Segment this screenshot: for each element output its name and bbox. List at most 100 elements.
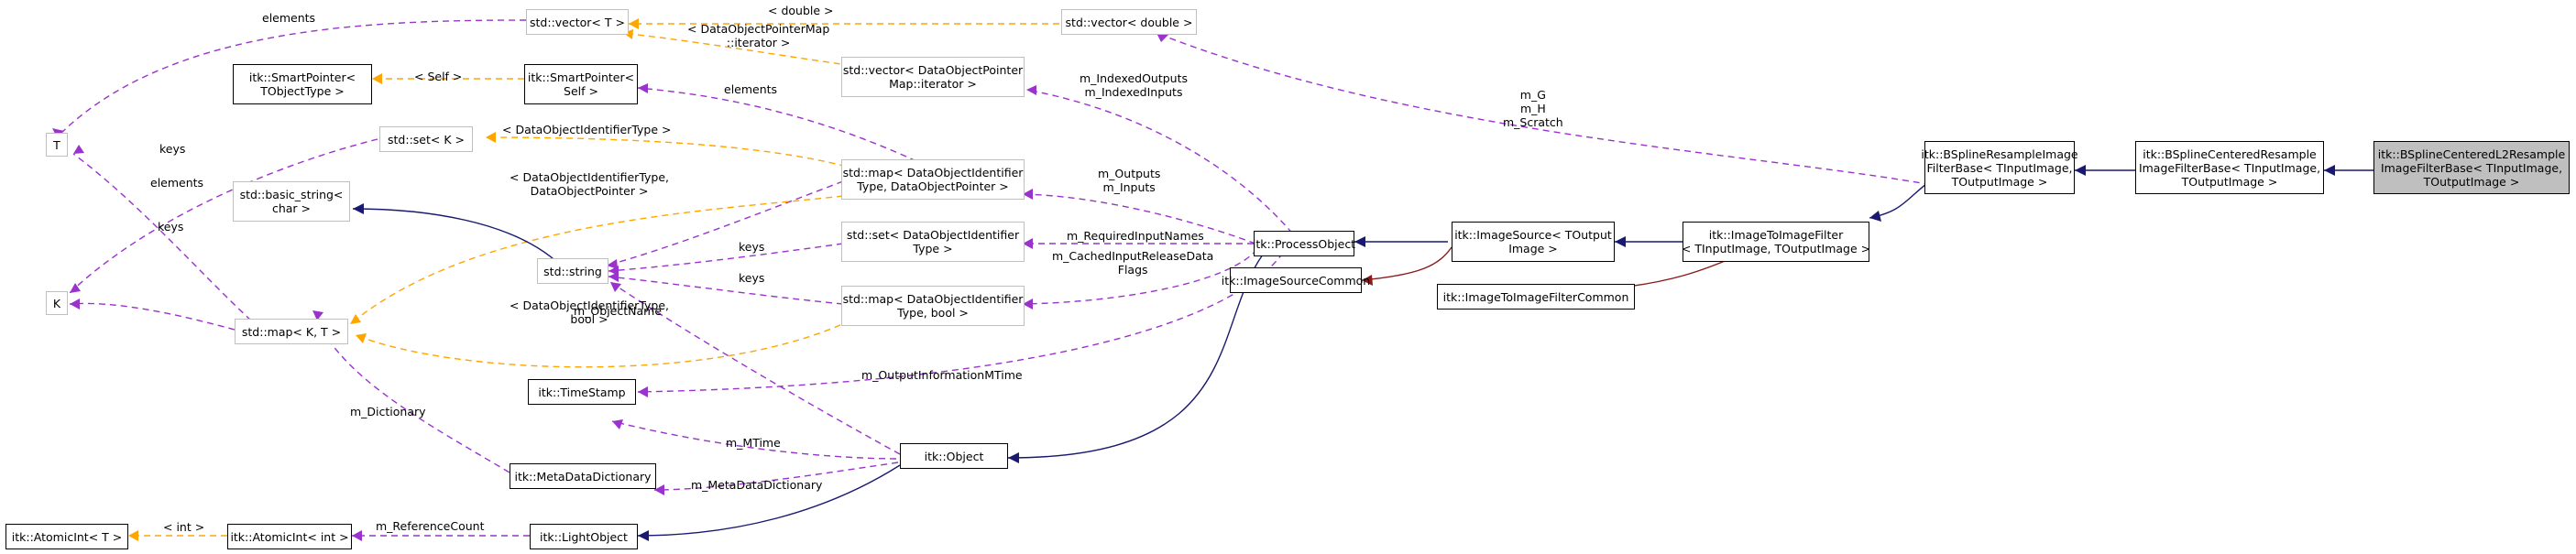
- edge-label-self: < Self >: [414, 70, 462, 83]
- label-line: keys: [158, 220, 184, 234]
- edge-vector-elements: [56, 19, 527, 138]
- label-line: std::map< K, T >: [241, 324, 342, 339]
- edge-metadatadictionary: [653, 462, 899, 491]
- arrowhead: [70, 299, 80, 310]
- node-itk-atomicint-T[interactable]: itk::AtomicInt< T >: [5, 524, 128, 549]
- label-line: T: [53, 137, 60, 152]
- edge-label-dataobjectidentifiertype: < DataObjectIdentifierType >: [502, 123, 671, 136]
- label-line: keys: [739, 240, 765, 254]
- label-line: ::iterator >: [726, 36, 791, 49]
- label-line: std::set< K >: [388, 132, 465, 147]
- edge-label-m-mtime: m_MTime: [726, 436, 781, 450]
- label-line: ImageFilterBase< TInputImage,: [2380, 160, 2563, 175]
- node-itk-processobject[interactable]: itk::ProcessObject: [1252, 231, 1356, 256]
- arrowhead: [1362, 275, 1373, 286]
- edge-label-m-outputinformationmtime: m_OutputInformationMTime: [861, 368, 1023, 382]
- edge-outputs-inputs: [1022, 193, 1256, 244]
- edge-label-m-dictionary: m_Dictionary: [350, 405, 426, 418]
- edge-map-keys-T: [72, 153, 252, 321]
- arrowhead: [73, 145, 84, 154]
- node-T[interactable]: T: [46, 133, 68, 157]
- label-line: K: [52, 296, 61, 310]
- node-itk-atomicint-int[interactable]: itk::AtomicInt< int >: [227, 524, 352, 549]
- node-itk-imagetoimagefilter[interactable]: itk::ImageToImageFilter< TInputImage, TO…: [1682, 222, 1870, 262]
- arrowhead: [1354, 236, 1365, 247]
- arrowhead: [353, 203, 364, 214]
- label-line: itk::ProcessObject: [1252, 236, 1356, 251]
- label-line: < DataObjectIdentifierType,: [510, 170, 669, 184]
- label-line: DataObjectPointer >: [530, 184, 649, 198]
- label-line: m_RequiredInputNames: [1067, 229, 1204, 243]
- node-itk-timestamp[interactable]: itk::TimeStamp: [528, 379, 636, 405]
- node-std-vector-double[interactable]: std::vector< double >: [1061, 9, 1197, 35]
- arrowhead: [638, 83, 648, 93]
- edge-map-keys-K: [69, 302, 236, 331]
- label-line: < Self >: [414, 70, 463, 83]
- edge-inherit-lightobject: [637, 464, 901, 537]
- node-std-map-K-T[interactable]: std::map< K, T >: [235, 319, 348, 344]
- edge-dataobjectidentifiertype: [485, 136, 917, 197]
- node-itk-smartpointer-tobjecttype[interactable]: itk::SmartPointer<TObjectType >: [233, 64, 372, 104]
- label-line: m_ReferenceCount: [376, 519, 485, 533]
- label-line: std::set< DataObjectIdentifier: [846, 228, 1020, 242]
- edge-elements-smartpointer: [637, 87, 917, 162]
- node-itk-lightobject[interactable]: itk::LightObject: [530, 524, 638, 549]
- arrowhead: [1023, 299, 1033, 310]
- label-line: itk::LightObject: [540, 529, 628, 544]
- label-line: itk::ImageSource< TOutput: [1454, 228, 1612, 242]
- arrowhead: [352, 530, 362, 541]
- arrowhead: [350, 314, 361, 324]
- label-line: Self >: [564, 84, 598, 98]
- arrowhead: [1008, 452, 1019, 463]
- node-itk-metadatadictionary[interactable]: itk::MetaDataDictionary: [510, 463, 656, 489]
- node-K[interactable]: K: [46, 291, 68, 315]
- edge-label-keys-map1: keys: [739, 240, 764, 254]
- label-line: bool >: [570, 312, 608, 326]
- label-line: TOutputImage >: [2423, 174, 2520, 189]
- label-line: itk::ImageSourceCommon: [1221, 273, 1371, 288]
- label-line: keys: [159, 142, 186, 156]
- label-line: Flags: [1117, 263, 1148, 277]
- arrowhead: [2324, 165, 2335, 176]
- label-line: m_Outputs: [1098, 167, 1161, 180]
- label-line: m_CachedInputReleaseData: [1052, 249, 1214, 263]
- edge-keys-map2: [608, 276, 844, 305]
- node-itk-imagetoimagefiltercommon[interactable]: itk::ImageToImageFilterCommon: [1437, 284, 1635, 310]
- label-line: m_H: [1519, 102, 1546, 115]
- label-line: TOutputImage >: [1951, 174, 2048, 189]
- label-line: keys: [739, 271, 765, 285]
- edge-vector-double-to-bspline: [1156, 32, 1953, 190]
- arrowhead: [312, 310, 323, 320]
- node-itk-imagesourcecommon[interactable]: itk::ImageSourceCommon: [1222, 267, 1370, 293]
- node-itk-smartpointer-self[interactable]: itk::SmartPointer<Self >: [524, 64, 638, 104]
- edge-label-m-referencecount: m_ReferenceCount: [376, 519, 485, 533]
- label-line: elements: [150, 176, 204, 190]
- node-std-string[interactable]: std::string: [537, 258, 608, 284]
- edge-label-keys-map2: keys: [739, 271, 764, 285]
- node-std-vector-T[interactable]: std::vector< T >: [526, 9, 629, 35]
- label-line: itk::BSplineCenteredL2Resample: [2377, 147, 2566, 161]
- node-itk-object[interactable]: itk::Object: [900, 443, 1008, 469]
- arrowhead: [1026, 85, 1036, 95]
- label-line: std::map< DataObjectIdentifier: [842, 292, 1024, 306]
- node-std-basic-string[interactable]: std::basic_string<char >: [233, 181, 350, 222]
- node-std-set-K[interactable]: std::set< K >: [379, 126, 473, 152]
- label-line: itk::SmartPointer<: [248, 71, 356, 84]
- edge-label-dataobjectidentifiertype-bool: < DataObjectIdentifierType,bool >: [510, 299, 669, 326]
- label-line: m_Inputs: [1102, 180, 1156, 194]
- label-line: Type, bool >: [897, 306, 969, 320]
- edge-label-int: < int >: [163, 520, 204, 534]
- edge-label-m-metadatadictionary: m_MetaDataDictionary: [691, 478, 822, 492]
